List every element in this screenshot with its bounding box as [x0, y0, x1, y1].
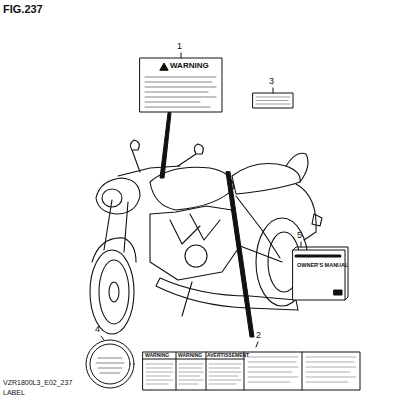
callout-number: 2	[256, 331, 261, 341]
callout-number: 5	[297, 231, 302, 241]
small-label	[253, 93, 293, 108]
round-label	[86, 340, 134, 388]
pointer-line	[226, 172, 254, 337]
label-heading: WARNING	[145, 353, 169, 359]
leader-line	[301, 242, 302, 247]
label-heading: OWNER'S MANUAL	[297, 262, 348, 268]
round-label-ring	[90, 344, 130, 384]
label-heading: WARNING	[178, 353, 202, 359]
leader-line	[273, 88, 274, 93]
owners-manual-cover: OWNER'S MANUAL	[293, 258, 350, 298]
owners-manual	[293, 247, 348, 300]
label-strip-grid	[143, 352, 360, 390]
motorcycle-illustration	[90, 140, 322, 334]
label-heading: AVERTISSEMENT	[207, 353, 249, 359]
label-strip: WARNING WARNING AVERTISSEMENT	[143, 352, 251, 360]
drawing-code: VZR1800L3_E02_237	[3, 379, 72, 387]
warning-label-outline	[140, 58, 222, 112]
callout-number: 1	[177, 42, 182, 52]
pointer-line	[160, 113, 171, 178]
label-heading: WARNING	[170, 62, 209, 71]
leader-line	[256, 342, 258, 347]
figure-caption: LABEL	[3, 389, 25, 397]
figure-number: FIG.237	[3, 3, 43, 15]
label-text-lines	[145, 77, 216, 107]
callout-number: 4	[95, 325, 100, 335]
warning-triangle	[160, 63, 168, 70]
callout-number: 3	[269, 77, 274, 87]
leader-line	[101, 336, 104, 340]
warning-label: WARNING	[140, 58, 222, 75]
leader-line	[181, 53, 182, 58]
